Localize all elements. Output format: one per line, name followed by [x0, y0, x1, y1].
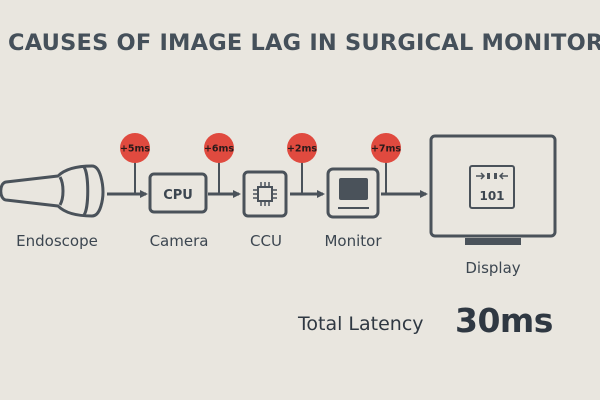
stage-label-monitor: Monitor [324, 232, 382, 250]
delay-badge-display: +7ms [371, 133, 401, 163]
stage-label-ccu: CCU [250, 232, 282, 250]
delay-badge-text: +7ms [371, 144, 401, 155]
delay-badge-camera: +5ms [120, 133, 150, 163]
page-title: CAUSES OF IMAGE LAG IN SURGICAL MONITORS [8, 30, 600, 56]
display-icon-text: 101 [479, 189, 504, 203]
monitor-icon [326, 167, 380, 219]
delay-badge-text: +5ms [120, 144, 150, 155]
stage-label-display: Display [465, 259, 521, 277]
stage-label-camera: Camera [149, 232, 209, 250]
total-latency-value: 30ms [455, 301, 553, 340]
delay-badge-monitor: +2ms [287, 133, 317, 163]
camera-cpu-icon: CPU [148, 172, 208, 214]
total-latency-label: Total Latency [298, 313, 424, 335]
delay-badge-ccu: +6ms [204, 133, 234, 163]
display-icon: 101 [429, 134, 557, 245]
camera-icon-text: CPU [163, 188, 193, 203]
stage-label-endoscope: Endoscope [16, 232, 98, 250]
delay-badge-text: +2ms [287, 144, 317, 155]
delay-badge-text: +6ms [204, 144, 234, 155]
endoscope-icon [0, 164, 105, 218]
chip-icon [242, 170, 288, 218]
